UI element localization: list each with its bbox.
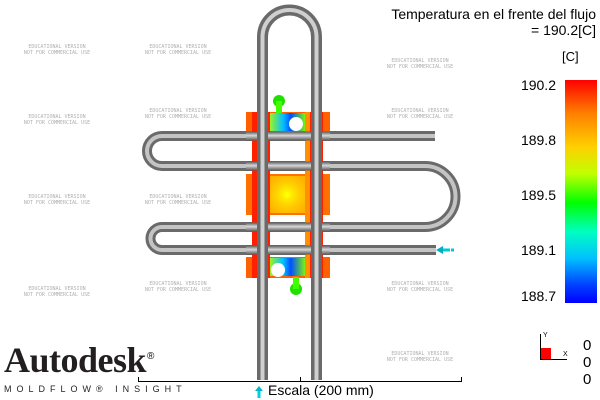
scale-bar: [138, 377, 462, 382]
result-title: Temperatura en el frente del flujo = 190…: [391, 6, 596, 38]
watermark-text: NOT FOR COMMERCIAL USE: [24, 50, 90, 56]
watermark-text: EDUCATIONAL VERSION: [391, 58, 448, 64]
logo-registered-mark: ®: [147, 351, 155, 362]
cooling-circuit-vertical: [257, 4, 322, 380]
watermark-text: NOT FOR COMMERCIAL USE: [145, 50, 211, 56]
orientation-triad: Y X: [540, 332, 568, 360]
watermark-text: NOT FOR COMMERCIAL USE: [387, 64, 453, 70]
legend-label: 189.8: [520, 132, 556, 148]
watermark-text: NOT FOR COMMERCIAL USE: [24, 292, 90, 298]
watermark-text: EDUCATIONAL VERSION: [391, 108, 448, 114]
legend-label-max: 190.2: [520, 77, 556, 93]
watermark-text: NOT FOR COMMERCIAL USE: [387, 114, 453, 120]
watermark-text: EDUCATIONAL VERSION: [391, 281, 448, 287]
injection-location-icon: [255, 386, 263, 398]
watermark-text: NOT FOR COMMERCIAL USE: [145, 287, 211, 293]
watermark-text: EDUCATIONAL VERSION: [28, 194, 85, 200]
result-title-line1: Temperatura en el frente del flujo: [391, 6, 596, 22]
coolant-inlet-arrow-icon: [436, 246, 454, 254]
watermark-text: EDUCATIONAL VERSION: [28, 286, 85, 292]
rotation-x-value: 0: [583, 337, 592, 354]
watermark-text: EDUCATIONAL VERSION: [149, 44, 206, 50]
triad-y-label: Y: [543, 332, 548, 339]
cooling-channel-overlay: [246, 131, 330, 255]
rotation-z-value: 0: [583, 371, 592, 388]
logo-wordmark: Autodesk: [4, 340, 147, 380]
color-scale-bar: [565, 80, 597, 303]
watermark-text: EDUCATIONAL VERSION: [149, 194, 206, 200]
scale-label: Escala (200 mm): [268, 382, 374, 398]
watermark-text: NOT FOR COMMERCIAL USE: [24, 200, 90, 206]
watermark-text: NOT FOR COMMERCIAL USE: [145, 114, 211, 120]
triad-x-label: X: [563, 351, 568, 358]
watermark-text: NOT FOR COMMERCIAL USE: [24, 120, 90, 126]
watermark-text: EDUCATIONAL VERSION: [149, 108, 206, 114]
legend-label: 189.5: [520, 187, 556, 203]
rotation-y-value: 0: [583, 354, 592, 371]
watermark-text: EDUCATIONAL VERSION: [391, 351, 448, 357]
legend-label-min: 188.7: [520, 288, 556, 304]
watermark-text: EDUCATIONAL VERSION: [28, 44, 85, 50]
autodesk-logo: Autodesk ®: [4, 342, 154, 378]
cooling-circuit-horizontal: [142, 131, 461, 255]
watermark-text: EDUCATIONAL VERSION: [28, 114, 85, 120]
legend-units: [C]: [562, 49, 579, 64]
watermark-text: NOT FOR COMMERCIAL USE: [145, 200, 211, 206]
watermark-text: EDUCATIONAL VERSION: [149, 281, 206, 287]
product-name: MOLDFLOW® INSIGHT: [4, 384, 187, 394]
watermark-text: NOT FOR COMMERCIAL USE: [387, 357, 453, 363]
legend-label: 189.1: [520, 242, 556, 258]
result-title-value: = 190.2[C]: [531, 22, 596, 38]
watermark-text: NOT FOR COMMERCIAL USE: [387, 287, 453, 293]
